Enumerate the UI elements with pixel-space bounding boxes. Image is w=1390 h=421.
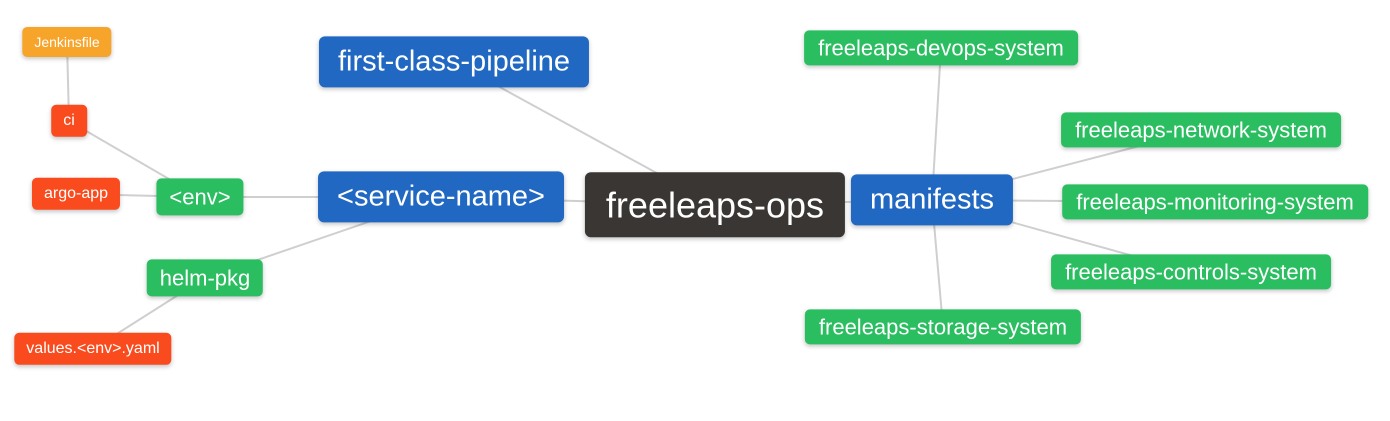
mindmap-node-freeleaps-network-system[interactable]: freeleaps-network-system bbox=[1061, 112, 1341, 148]
mindmap-node-service-name[interactable]: <service-name> bbox=[318, 171, 564, 223]
mindmap-node-helm-pkg[interactable]: helm-pkg bbox=[146, 259, 264, 297]
mindmap-node-jenkinsfile[interactable]: Jenkinsfile bbox=[22, 26, 112, 58]
mindmap-node-argo-app[interactable]: argo-app bbox=[31, 177, 121, 211]
mindmap-node-freeleaps-monitoring-system[interactable]: freeleaps-monitoring-system bbox=[1062, 184, 1368, 220]
mindmap-node-freeleaps-ops[interactable]: freeleaps-ops bbox=[584, 172, 846, 238]
mindmap-node-freeleaps-devops-system[interactable]: freeleaps-devops-system bbox=[804, 30, 1078, 66]
mindmap-node-freeleaps-storage-system[interactable]: freeleaps-storage-system bbox=[804, 309, 1082, 345]
mindmap-node-freeleaps-controls-system[interactable]: freeleaps-controls-system bbox=[1051, 254, 1331, 290]
mindmap-node-env[interactable]: <env> bbox=[156, 178, 244, 216]
mindmap-node-values-env-yaml[interactable]: values.<env>.yaml bbox=[14, 332, 172, 366]
mindmap-node-manifests[interactable]: manifests bbox=[850, 174, 1014, 226]
mindmap-node-first-class-pipeline[interactable]: first-class-pipeline bbox=[318, 36, 590, 88]
mindmap-node-ci[interactable]: ci bbox=[51, 104, 87, 138]
